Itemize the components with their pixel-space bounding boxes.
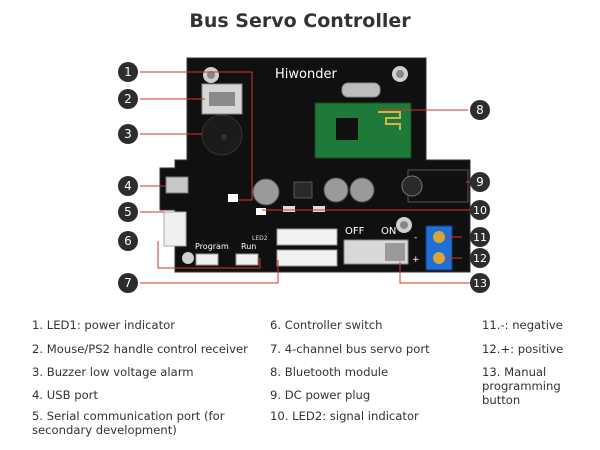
program-label: Program	[195, 242, 229, 251]
callout-number-2: 2	[124, 92, 132, 106]
callout-number-4: 4	[124, 179, 132, 193]
callout-number-12: 12	[473, 252, 487, 265]
legend-item-7: 7. 4-channel bus servo port	[270, 342, 430, 356]
board-brand: Hiwonder	[275, 67, 337, 82]
led1	[228, 194, 238, 202]
callout-circle-10	[470, 200, 490, 220]
terminal-plus: +	[412, 255, 420, 265]
callout-circle-7	[118, 273, 138, 293]
callout-number-10: 10	[473, 204, 487, 217]
capacitor	[252, 178, 280, 206]
legend-item-3: 3. Buzzer low voltage alarm	[32, 365, 194, 379]
capacitor	[323, 177, 349, 203]
callout-number-5: 5	[124, 205, 132, 219]
legend-item-4: 4. USB port	[32, 388, 98, 402]
callout-circle-8	[470, 100, 490, 120]
led2	[256, 208, 266, 215]
legend-item-5: 5. Serial communication port (for second…	[32, 409, 225, 437]
legend-item-12: 12.+: positive	[482, 342, 564, 356]
callout-group: 1 2 3 4 5 6 7 8 9 10 11 12 13	[118, 62, 490, 293]
terminal-minus: -	[414, 233, 417, 243]
callout-circle-2	[118, 89, 138, 109]
callout-number-13: 13	[473, 277, 487, 290]
legend-item-8: 8. Bluetooth module	[270, 365, 389, 379]
callout-number-11: 11	[473, 231, 487, 244]
capacitor	[349, 177, 375, 203]
run-label: Run	[241, 242, 256, 251]
mount-hole	[207, 71, 215, 79]
callout-circle-3	[118, 124, 138, 144]
mount-hole	[182, 252, 194, 264]
mount-hole	[396, 70, 404, 78]
callout-circle-1	[118, 62, 138, 82]
leader-7	[140, 260, 279, 284]
mount-hole	[400, 221, 408, 229]
callout-circle-4	[118, 176, 138, 196]
servo-port	[276, 228, 338, 246]
callout-circle-5	[118, 202, 138, 222]
leader-1	[140, 71, 253, 201]
switch-off-label: OFF	[345, 226, 365, 237]
program-button	[195, 253, 219, 266]
callout-number-3: 3	[124, 127, 132, 141]
leader-6	[157, 241, 261, 269]
serial-port	[163, 211, 187, 247]
callout-circle-12	[470, 248, 490, 268]
legend-item-6: 6. Controller switch	[270, 318, 383, 332]
crystal	[341, 82, 381, 98]
servo-port	[276, 249, 338, 267]
callout-circle-6	[118, 231, 138, 251]
callout-number-1: 1	[124, 65, 132, 79]
run-button	[235, 253, 259, 266]
callout-number-8: 8	[476, 103, 484, 117]
legend-item-10: 10. LED2: signal indicator	[270, 409, 419, 423]
legend-item-11: 11.-: negative	[482, 318, 563, 332]
legend-item-2: 2. Mouse/PS2 handle control receiver	[32, 342, 248, 356]
switch-on-label: ON	[381, 226, 396, 237]
legend-item-1: 1. LED1: power indicator	[32, 318, 175, 332]
controller-diagram: Hiwonder LED2 OFF ON - + Program Run	[118, 57, 490, 293]
callout-number-6: 6	[124, 234, 132, 248]
callout-circle-11	[470, 227, 490, 247]
callout-circle-13	[470, 273, 490, 293]
callout-circle-9	[470, 172, 490, 192]
led2-label: LED2	[252, 235, 268, 242]
legend-item-9: 9. DC power plug	[270, 388, 371, 402]
page-title: Bus Servo Controller	[189, 10, 411, 32]
legend-item-13: 13. Manual programming button	[482, 365, 561, 407]
leader-13	[399, 262, 470, 284]
callout-number-7: 7	[124, 276, 132, 290]
usb-port	[165, 176, 189, 194]
callout-number-9: 9	[476, 175, 484, 189]
